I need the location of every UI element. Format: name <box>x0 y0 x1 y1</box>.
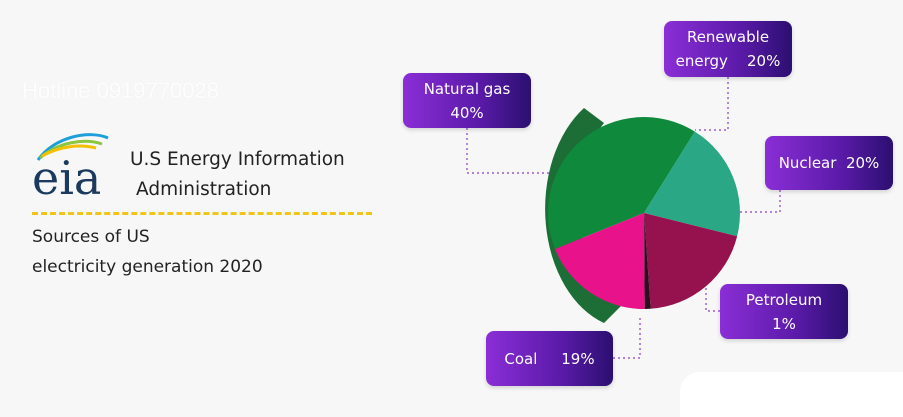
callout-natural-gas-name: Natural gas <box>423 79 511 98</box>
leader-line-ng <box>466 128 560 174</box>
organization-name: U.S Energy Information Administration <box>130 145 345 205</box>
eia-logo: eia <box>30 128 130 205</box>
callout-petroleum-value: 1% <box>772 314 796 333</box>
callout-nuclear: Nuclear 20% <box>765 136 893 190</box>
callout-nuclear-value: 20% <box>845 154 880 172</box>
leader-line-re <box>695 77 729 131</box>
pie-slices <box>548 117 740 309</box>
callout-renewable: Renewable energy 20% <box>664 21 792 77</box>
callout-coal-row: Coal 19% <box>486 347 613 371</box>
callout-nuclear-name: Nuclear <box>778 154 837 172</box>
leader-line-nu <box>740 190 781 213</box>
pie-slice-natural-gas <box>548 117 695 249</box>
callout-renewable-name2: energy <box>675 52 728 70</box>
callout-petroleum-name: Petroleum <box>745 290 823 309</box>
white-smudge <box>680 372 903 417</box>
pie-slice-renewable-energy <box>644 131 740 237</box>
subtitle-line2: electricity generation 2020 <box>32 257 263 277</box>
watermark-text: Hotline 0919770028 <box>22 78 219 103</box>
leader-line-co <box>613 318 641 359</box>
callout-renewable-value: 20% <box>747 52 781 70</box>
callout-renewable-line2: energy 20% <box>664 49 792 73</box>
pie-slice-petroleum <box>644 213 651 309</box>
callout-nuclear-row: Nuclear 20% <box>765 151 893 175</box>
leader-lines <box>466 77 781 359</box>
callout-renewable-name: Renewable <box>686 28 770 46</box>
subtitle-line1: Sources of US <box>32 227 150 247</box>
callout-natural-gas: Natural gas 40% <box>403 73 531 128</box>
callout-coal-value: 19% <box>561 349 595 368</box>
callout-coal-name: Coal <box>504 349 538 368</box>
org-name-line2: Administration <box>136 179 272 200</box>
chart-subtitle: Sources of US electricity generation 202… <box>32 222 263 282</box>
callout-coal: Coal 19% <box>486 331 613 386</box>
leader-line-pe <box>705 285 720 312</box>
callout-petroleum: Petroleum 1% <box>720 284 848 339</box>
pie-slice-coal <box>554 213 645 309</box>
callout-natural-gas-value: 40% <box>450 103 484 122</box>
org-name-line1: U.S Energy Information <box>130 149 345 170</box>
logo-wordmark: eia <box>32 151 101 203</box>
pie-slice-nuclear <box>644 213 738 309</box>
dashed-divider <box>32 212 372 215</box>
